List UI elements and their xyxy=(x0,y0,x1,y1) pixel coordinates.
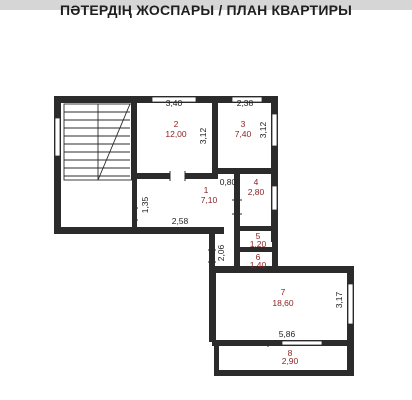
dim-room2-width: 3,40 xyxy=(166,98,183,108)
dim-room7-height: 3,17 xyxy=(334,291,344,308)
dim-room2-height: 3,12 xyxy=(198,127,208,144)
dim-room3-height: 3,12 xyxy=(258,121,268,138)
dim-hall-width: 2,58 xyxy=(172,216,189,226)
windows xyxy=(54,96,354,346)
dim-hall-height: 1,35 xyxy=(140,196,150,213)
dim-room3-width: 2,38 xyxy=(237,98,254,108)
room-4-number: 4 xyxy=(254,177,259,187)
plan-title: ПӘТЕРДІҢ ЖОСПАРЫ / ПЛАН КВАРТИРЫ xyxy=(59,2,353,18)
dim-room7-width: 5,86 xyxy=(279,329,296,339)
room-7-number: 7 xyxy=(281,287,286,297)
staircase xyxy=(63,103,133,181)
room-6-number: 6 xyxy=(256,252,261,262)
room-1-area: 7,10 xyxy=(201,195,218,205)
door-marks xyxy=(132,171,269,347)
dim-room4-width: 0,80 xyxy=(220,177,237,187)
room-6-area: 1,40 xyxy=(250,260,267,270)
room-2-area: 12,00 xyxy=(165,129,187,139)
room-7-area: 18,60 xyxy=(272,298,294,308)
room-8-area: 2,90 xyxy=(282,356,299,366)
room-8-number: 8 xyxy=(288,348,293,358)
room-4-area: 2,80 xyxy=(248,187,265,197)
dim-corridor-height: 2,06 xyxy=(216,244,226,261)
header-band xyxy=(0,0,412,10)
room-1-number: 1 xyxy=(204,185,209,195)
room-3-number: 3 xyxy=(241,119,246,129)
room-5-number: 5 xyxy=(256,231,261,241)
room-5-area: 1,20 xyxy=(250,239,267,249)
room-2-number: 2 xyxy=(174,119,179,129)
room-3-area: 7,40 xyxy=(235,129,252,139)
